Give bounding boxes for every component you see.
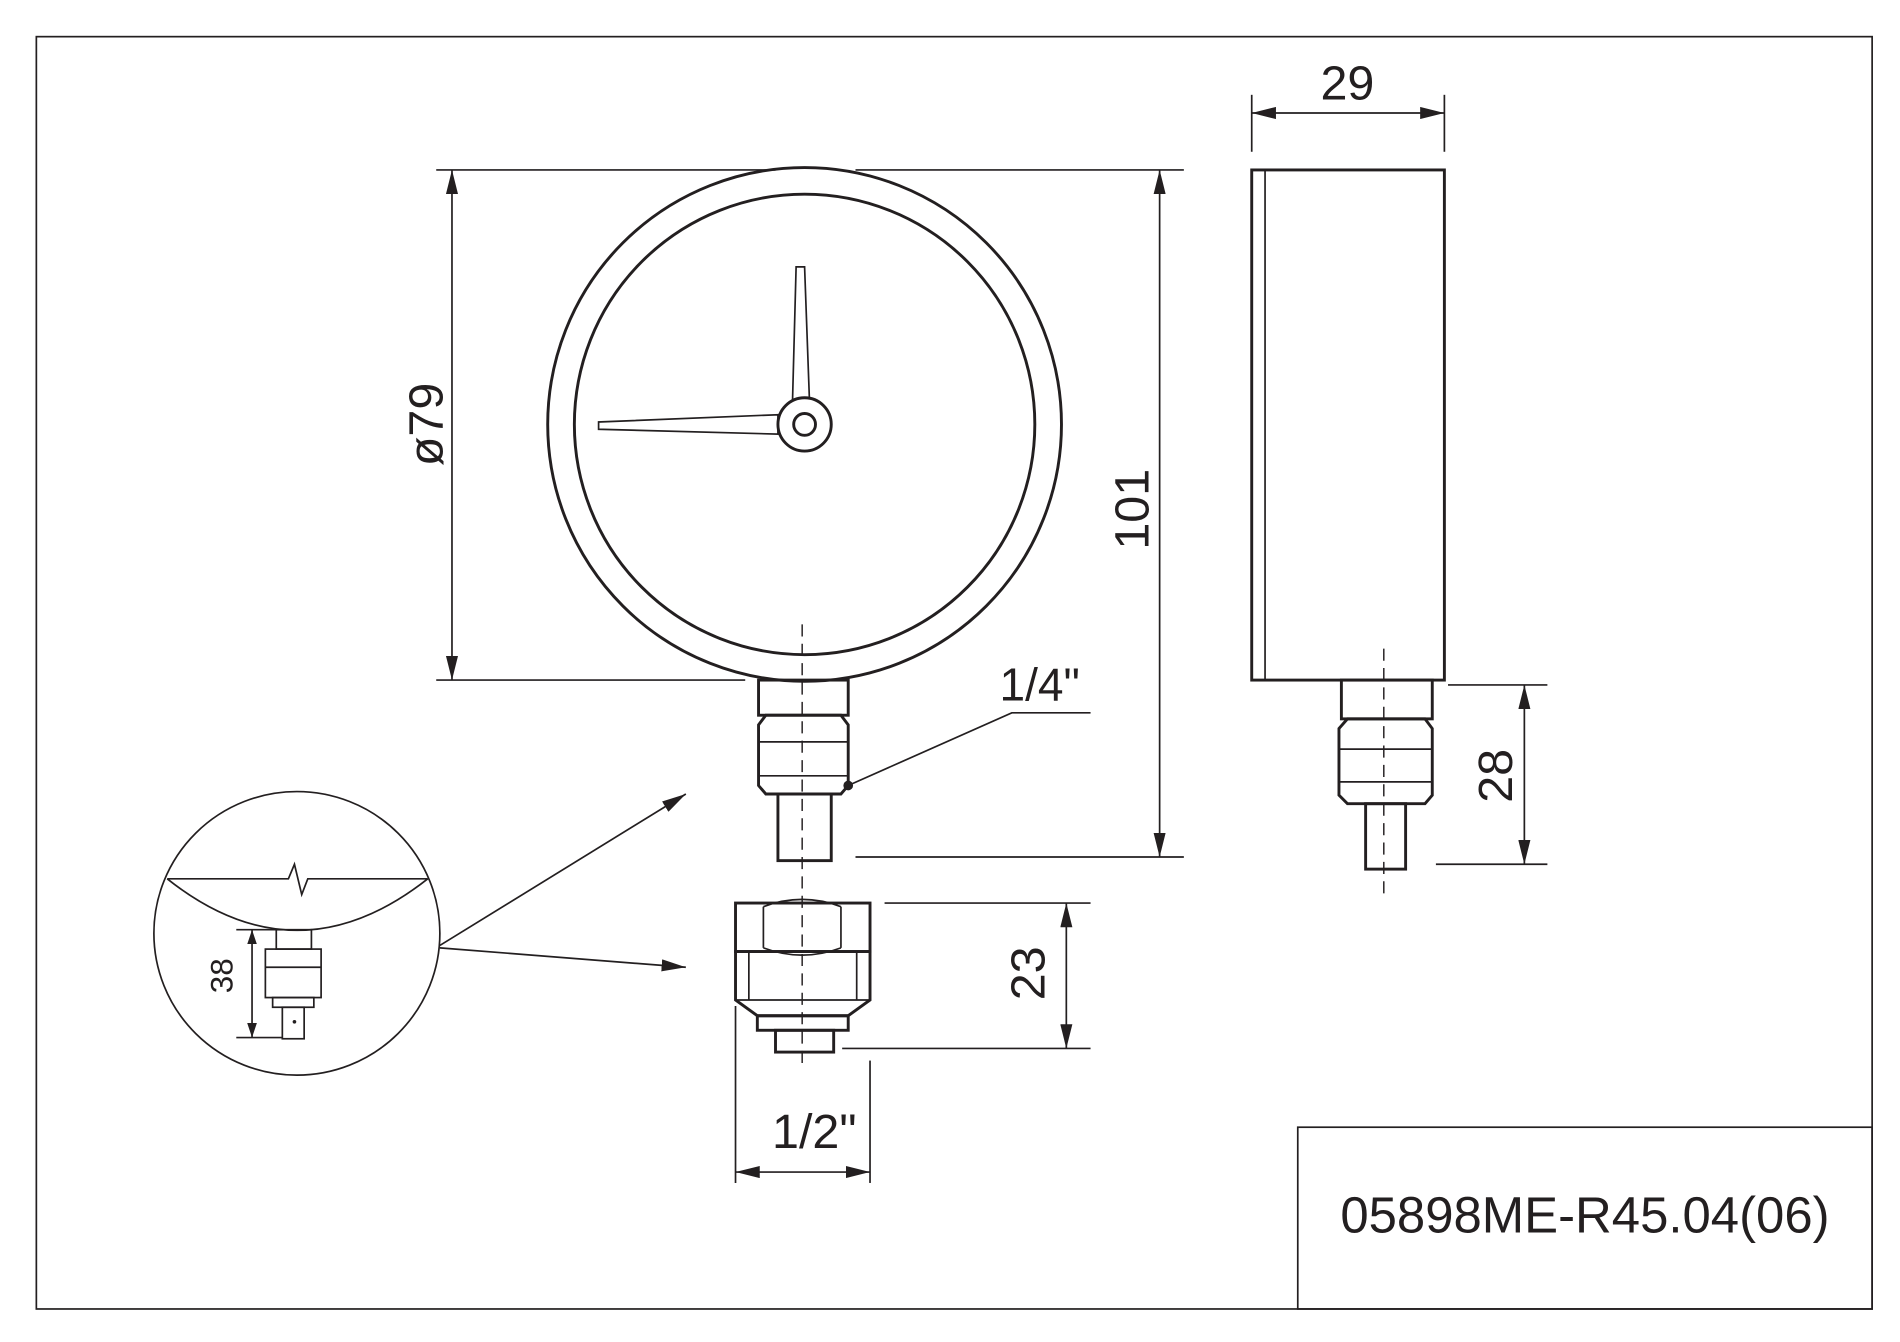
detail-arrow-connector [439, 793, 687, 947]
part-number: 05898ME-R45.04(06) [1340, 1187, 1829, 1244]
drawing-border [35, 35, 1873, 1310]
svg-text:1/2": 1/2" [772, 1105, 857, 1159]
pointer-vertical [791, 266, 811, 404]
svg-text:ø79: ø79 [399, 383, 453, 467]
dimension-fitting-thread: 1/2" [734, 1006, 871, 1183]
pointer-horizontal [597, 413, 779, 435]
svg-text:29: 29 [1320, 57, 1374, 111]
title-block: 05898ME-R45.04(06) [1296, 1126, 1873, 1310]
detail-view: 38 [153, 790, 441, 1076]
adapter-fitting [734, 898, 872, 1054]
gauge-front-view [546, 166, 1063, 1067]
thread-callout-quarter: 1/4" [843, 659, 1091, 791]
dimension-depth: 29 [1250, 57, 1446, 152]
dimension-total-height: 101 [855, 169, 1184, 858]
dimension-fitting-height: 23 [842, 902, 1091, 1050]
svg-text:38: 38 [204, 958, 240, 993]
dimension-connector-height: 28 [1435, 684, 1548, 866]
svg-text:1/4": 1/4" [999, 659, 1079, 711]
svg-text:23: 23 [1002, 946, 1056, 1000]
svg-text:28: 28 [1469, 749, 1523, 803]
svg-text:101: 101 [1106, 469, 1160, 550]
gauge-side-view [1250, 168, 1446, 900]
detail-arrow-fitting [439, 947, 686, 972]
dimension-diameter: ø79 [399, 169, 776, 681]
